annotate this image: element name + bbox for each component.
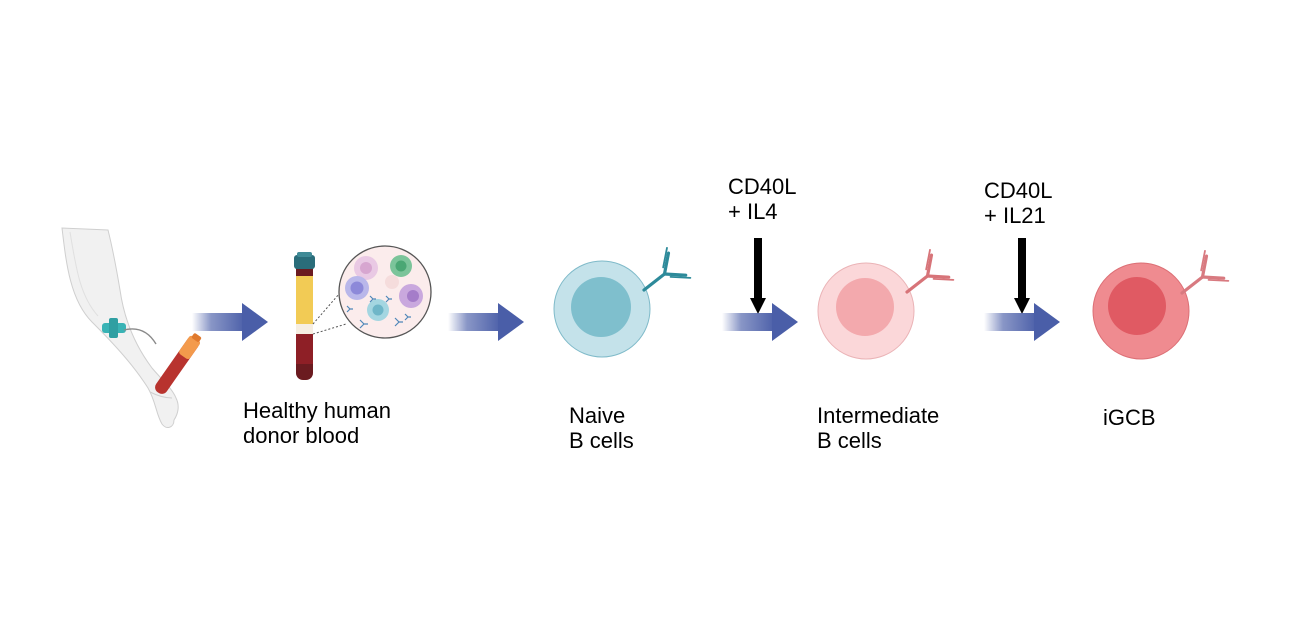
stage-intermediate-line-1: Intermediate [817, 403, 940, 428]
stage-label-donor: Healthy human donor blood [243, 398, 391, 448]
intermediate-b-cell-icon [817, 262, 915, 360]
antibody-receptor-icon [1180, 250, 1230, 295]
stage-label-naive: Naive B cells [569, 403, 634, 453]
arm-blood-draw-icon [61, 227, 202, 428]
antibody-receptor-icon [642, 247, 692, 292]
treatment-2-line-2: + IL21 [984, 203, 1046, 228]
stage-intermediate-line-2: B cells [817, 428, 882, 453]
flow-arrow-1 [192, 303, 268, 341]
naive-b-cell-icon [553, 260, 651, 358]
treatment-1-line-1: CD40L [728, 174, 797, 199]
treatment-2-line-1: CD40L [984, 178, 1053, 203]
treatment-label-1: CD40L + IL4 [728, 174, 796, 224]
treatment-1-line-2: + IL4 [728, 199, 778, 224]
flow-arrow-2 [448, 303, 524, 341]
blood-cells-magnifier-icon [338, 245, 432, 339]
stage-label-igcb: iGCB [1103, 405, 1156, 430]
zoom-line-bottom [312, 323, 347, 335]
igcb-cell-icon [1092, 262, 1190, 360]
blood-tube-icon [294, 252, 315, 380]
stage-naive-line-2: B cells [569, 428, 634, 453]
stage-naive-line-1: Naive [569, 403, 626, 428]
stage-donor-line-1: Healthy human [243, 398, 391, 423]
stage-label-intermediate: Intermediate B cells [817, 403, 939, 453]
treatment-arrow-2 [1014, 238, 1030, 314]
stage-igcb-line-1: iGCB [1103, 405, 1156, 430]
treatment-label-2: CD40L + IL21 [984, 178, 1052, 228]
treatment-arrow-1 [750, 238, 766, 314]
stage-donor-line-2: donor blood [243, 423, 360, 448]
antibody-receptor-icon [905, 249, 955, 294]
